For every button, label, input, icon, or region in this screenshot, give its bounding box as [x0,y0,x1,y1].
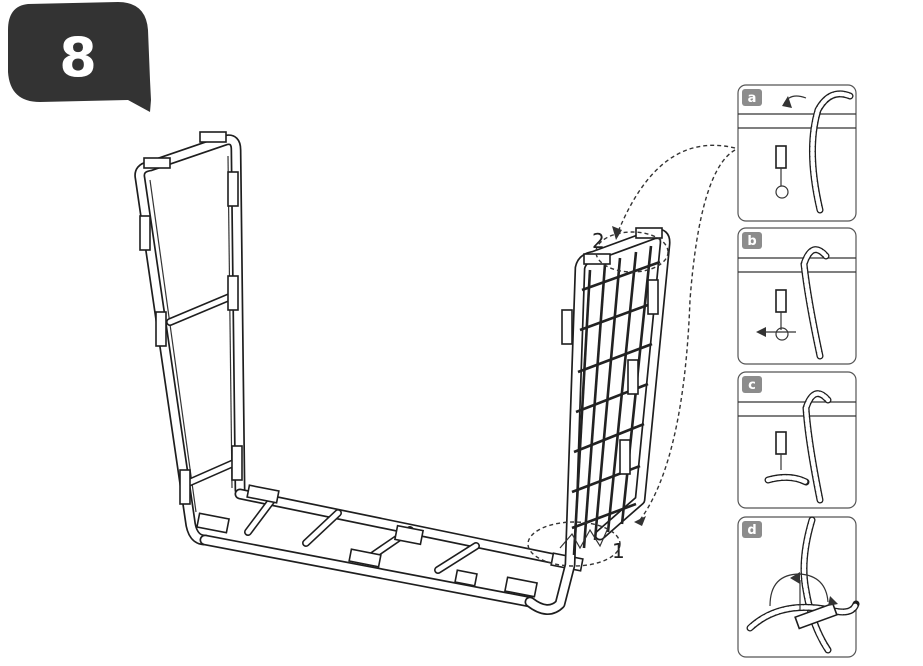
panel-letter-a: a [748,91,757,106]
detail-panel-c: c [737,371,857,509]
detail-panel-a: a [737,84,857,222]
step-badge-shape [8,2,151,112]
callout-leaders [527,144,736,567]
arrow-head-bottom [634,516,646,526]
callout-1: 1 [612,539,625,563]
base-ladder [196,484,584,608]
panel-letter-d: d [747,523,756,538]
detail-panel-d: d [737,516,860,658]
callout-2: 2 [592,229,605,253]
detail-panel-b: b [737,227,857,365]
panel-letter-b: b [747,234,756,249]
step-badge: 8 [8,2,151,112]
left-ladder-frame [134,131,246,546]
arrow-head-top [612,226,622,240]
panel-letter-c: c [748,378,756,393]
step-number: 8 [59,26,97,89]
right-net-frame [524,227,671,615]
